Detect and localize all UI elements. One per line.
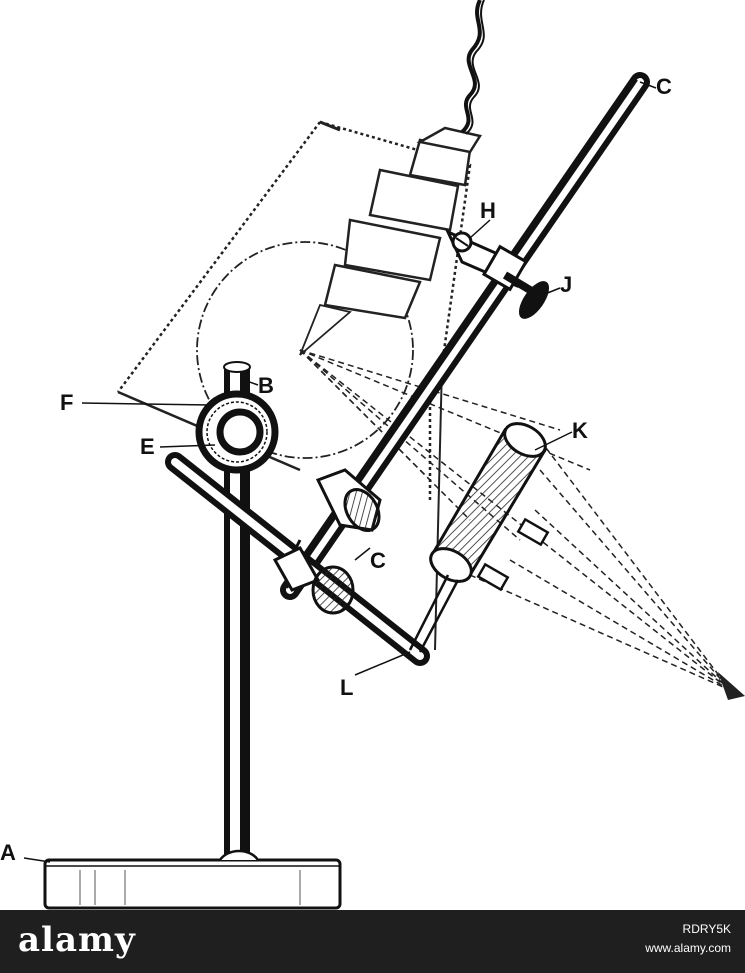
beam-focus-point — [718, 672, 745, 700]
lower-clamp — [272, 468, 382, 615]
label-h: H — [480, 198, 496, 223]
label-c-mid: C — [370, 548, 386, 573]
stand-base — [43, 849, 342, 910]
leader-lines — [23, 81, 657, 863]
site-url: www.alamy.com — [645, 941, 731, 955]
label-l: L — [340, 675, 353, 700]
label-a: A — [0, 840, 16, 865]
alamy-logo: alamy — [18, 920, 136, 960]
lamp-apparatus-drawing: A B C C E F H J K L — [0, 0, 745, 910]
watermark-footer: alamy RDRY5K www.alamy.com — [0, 910, 745, 973]
image-id: RDRY5K — [682, 922, 731, 936]
label-b: B — [258, 373, 274, 398]
power-cord — [460, 0, 482, 134]
bulb-globe — [196, 241, 414, 459]
label-k: K — [572, 418, 588, 443]
label-j: J — [560, 272, 572, 297]
lamp-socket — [299, 126, 482, 356]
label-f: F — [60, 390, 73, 415]
ring-joint — [195, 390, 279, 474]
clamp-h — [444, 229, 529, 292]
label-c-top: C — [656, 74, 672, 99]
screw-j — [502, 271, 550, 319]
label-e: E — [140, 434, 155, 459]
lens-tube — [408, 422, 550, 653]
